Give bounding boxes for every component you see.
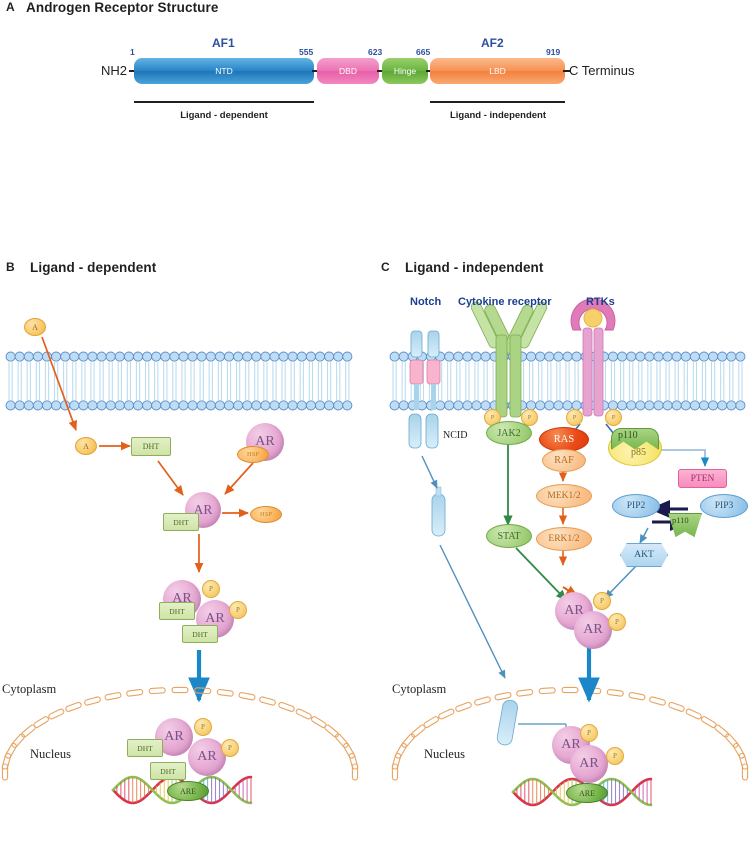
rtk-ligand: [583, 308, 603, 328]
residue-number-1: 1: [130, 47, 135, 57]
dht-converted: DHT: [131, 437, 171, 456]
arrow-akt-to-ar: [604, 564, 638, 599]
panel-letter-a: A: [6, 0, 15, 14]
panel-a-title: Androgen Receptor Structure: [26, 0, 219, 15]
phosphate-cyto-2: P: [229, 601, 247, 619]
domain-lbd-label: LBD: [489, 66, 506, 76]
arrow-androgen-entry: [41, 336, 77, 431]
n-terminus-label: NH2: [101, 63, 128, 78]
dht-dimer-nuc-1: DHT: [127, 739, 163, 757]
pip2-node: PIP2: [612, 494, 660, 518]
dht-dimer-nuc-2: DHT: [150, 762, 186, 780]
arrow-stat-to-ar: [515, 547, 567, 601]
ligand-independent-bracket-label: Ligand - independent: [449, 110, 547, 121]
notch-receptor: [408, 330, 570, 746]
hinge-lbd-linker: [426, 70, 432, 72]
androgen-extracellular: A: [24, 318, 46, 336]
af2-label: AF2: [481, 36, 504, 50]
jak2-node: JAK2: [486, 421, 532, 445]
phosphate-nuc-2: P: [221, 739, 239, 757]
phosphate-nuc-c1: P: [580, 724, 598, 742]
p85-label: p85: [631, 447, 646, 458]
phosphate-cyto-c2: P: [608, 613, 626, 631]
rtk-receptor: [559, 298, 626, 449]
rtk-ectodomain: [570, 298, 616, 331]
akt-node: AKT: [620, 543, 668, 567]
domain-hinge-label: Hinge: [393, 66, 417, 76]
dht-bound: DHT: [163, 513, 199, 531]
domain-hinge: Hinge: [382, 58, 428, 84]
dbd-hinge-linker: [377, 70, 383, 72]
residue-number-665: 665: [416, 47, 431, 57]
ligand-dependent-rule: [134, 101, 314, 103]
nuclear-envelope-panel-b: [1, 686, 359, 781]
panel-letter-b: B: [6, 260, 15, 274]
residue-number-623: 623: [368, 47, 383, 57]
rtk-receptor-label: RTKs: [586, 296, 615, 308]
panel-letter-c: C: [381, 260, 390, 274]
stat-node: STAT: [486, 524, 532, 548]
notch-receptor-label: Notch: [410, 296, 442, 308]
domain-dbd-label: DBD: [339, 66, 357, 76]
arrow-dht-to-ar: [157, 460, 184, 496]
panel-b-title: Ligand - dependent: [30, 260, 157, 275]
ncid-label: NCID: [443, 430, 468, 441]
ar-dimer-nuc-c2: AR: [570, 745, 608, 783]
mek-node: MEK1/2: [536, 484, 592, 508]
ras-node: RAS: [539, 427, 589, 452]
nucleus-label-c: Nucleus: [424, 747, 465, 761]
ligand-independent-rule: [430, 101, 565, 103]
arrow-ncid-release: [421, 455, 438, 489]
erk-node: ERK1/2: [536, 527, 592, 551]
arrow-pip2-to-akt: [639, 527, 649, 544]
arrow-ar-hsp-to-complex: [224, 462, 254, 495]
are-element-c: ARE: [566, 783, 608, 803]
c-terminus-label: C Terminus: [569, 63, 635, 78]
dht-dimer-cyto-2: DHT: [182, 625, 218, 643]
ligand-dependent-bracket-label: Ligand - dependent: [180, 110, 268, 121]
phosphate-cyto-c1: P: [593, 592, 611, 610]
arrow-ncid-to-nucleus: [439, 544, 506, 679]
cytokine-receptor: [470, 301, 567, 601]
cytoplasm-label-c: Cytoplasm: [392, 682, 447, 696]
are-element-b: ARE: [167, 781, 209, 801]
p110-label: p110: [618, 430, 638, 441]
dht-dimer-cyto-1: DHT: [159, 602, 195, 620]
panel-b-arrows: [41, 336, 254, 703]
ar-dimer-nuc-2: AR: [188, 738, 226, 776]
residue-number-555: 555: [299, 47, 314, 57]
phosphate-jak-right: P: [521, 409, 538, 426]
phosphate-nuc-1: P: [194, 718, 212, 736]
phosphate-rtk-right: P: [605, 409, 622, 426]
domain-ntd-label: NTD: [215, 66, 233, 76]
n-terminus-connector: [129, 70, 135, 72]
residue-number-919: 919: [546, 47, 561, 57]
domain-dbd: DBD: [317, 58, 379, 84]
hsp-bound: HSP: [237, 446, 269, 463]
phosphate-cyto-1: P: [202, 580, 220, 598]
cytokine-receptor-label: Cytokine receptor: [458, 296, 552, 308]
domain-ntd: NTD: [134, 58, 314, 84]
pten-node: PTEN: [678, 469, 727, 488]
phosphate-nuc-c2: P: [606, 747, 624, 765]
ntd-dbd-linker: [312, 70, 318, 72]
pip3-node: PIP3: [700, 494, 748, 518]
panel-c-title: Ligand - independent: [405, 260, 544, 275]
c-terminus-connector: [563, 70, 571, 72]
af1-label: AF1: [212, 36, 235, 50]
raf-node: RAF: [542, 449, 586, 472]
phosphate-rtk-left: P: [566, 409, 583, 426]
cytoplasm-label-b: Cytoplasm: [2, 682, 57, 696]
arrow-pi3k-to-pten: [654, 449, 710, 467]
p110-small-label: p110: [672, 515, 689, 525]
domain-lbd: LBD: [430, 58, 565, 84]
ncid-nuclear: [496, 699, 518, 746]
hsp-released: HSP: [250, 506, 282, 523]
nucleus-label-b: Nucleus: [30, 747, 71, 761]
androgen-intracellular: A: [75, 437, 97, 455]
plasma-membrane-panel-b: [5, 351, 353, 411]
ar-dimer-cyto-c2: AR: [574, 611, 612, 649]
plasma-membrane-panel-c: [389, 351, 746, 411]
